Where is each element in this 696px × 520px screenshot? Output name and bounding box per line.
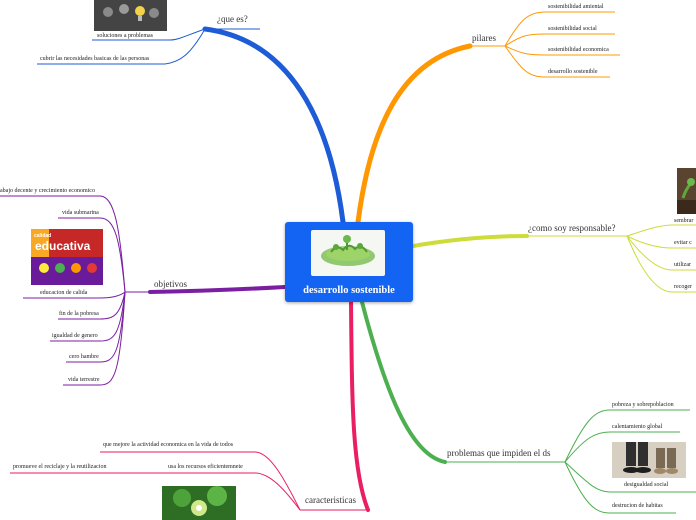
central-title: desarrollo sostenible xyxy=(303,285,395,296)
leaf-sostenibilidad-amiental[interactable]: sostenibilidad amiental xyxy=(548,4,604,10)
leaf-fin-pobresa[interactable]: fin de la pobresa xyxy=(59,311,99,317)
leaf-reciclaje[interactable]: promueve el reciclaje y la reutilizacion xyxy=(13,464,107,470)
leaf-trabajo-decente[interactable]: abajo decente y crecimiento economico xyxy=(0,188,95,194)
educacion-image-text-1: calidad xyxy=(34,233,52,239)
educacion-image-text-2: educativa xyxy=(35,239,91,253)
branch-como-soy-responsable[interactable]: ¿como soy responsable? xyxy=(528,223,616,233)
leaf-pobreza[interactable]: pobreza y sobrepoblacion xyxy=(612,402,674,408)
leaf-desigualdad[interactable]: desigualdad social xyxy=(624,482,669,488)
leaf-vida-submarina[interactable]: vida submarina xyxy=(62,210,99,216)
planting-image xyxy=(677,168,696,214)
leaf-cero-hambre[interactable]: cero hambre xyxy=(69,354,99,360)
leaf-soluciones[interactable]: soluciones a problemas xyxy=(97,33,153,39)
branch-objetivos[interactable]: objetivos xyxy=(154,279,187,289)
leaf-sembrar[interactable]: sembrar xyxy=(674,218,694,224)
leaf-vida-terrestre[interactable]: vida terrestre xyxy=(68,377,100,383)
leaf-igualdad-genero[interactable]: igualdad de genero xyxy=(52,333,98,339)
branch-que-es[interactable]: ¿que es? xyxy=(217,14,248,24)
leaf-desarrollo-sostenible[interactable]: desarrollo sostenible xyxy=(548,69,598,75)
leaf-sostenibilidad-economica[interactable]: sostenibilidad economica xyxy=(548,47,609,53)
caracteristicas-connector xyxy=(349,300,370,512)
leaf-utilizar[interactable]: utilizar xyxy=(674,262,691,268)
green-bulb-image xyxy=(162,486,236,520)
leaf-actividad-economica[interactable]: que mejore la actividad economica en la … xyxy=(103,442,234,448)
pilares-connector xyxy=(355,43,473,225)
leaf-sostenibilidad-social[interactable]: sostenibilidad social xyxy=(548,26,597,32)
leaf-educacion[interactable]: educacion de calida xyxy=(40,290,88,296)
responsable-connector xyxy=(411,234,529,248)
leaf-calentamiento[interactable]: calentamiento global xyxy=(612,424,663,430)
green-earth-image xyxy=(311,230,385,276)
educacion-image: calidad educativa xyxy=(31,229,103,285)
lightbulbs-image xyxy=(94,0,167,31)
leaf-destrucion[interactable]: destrucion de habitas xyxy=(612,503,663,509)
leaf-recoger[interactable]: recoger xyxy=(674,284,692,290)
branch-caracteristicas[interactable]: caracteristicas xyxy=(305,495,356,505)
que-es-connector xyxy=(202,26,346,225)
objetivos-connector xyxy=(148,285,287,294)
inequality-image xyxy=(612,442,686,478)
branch-problemas[interactable]: problemas que impiden el ds xyxy=(447,448,551,458)
central-node[interactable]: desarrollo sostenible xyxy=(285,222,413,302)
leaf-necesidades[interactable]: cubrir las necesidades basicas de las pe… xyxy=(40,56,150,62)
leaf-recursos[interactable]: usa los recursos eficientemnete xyxy=(168,464,243,470)
branch-pilares[interactable]: pilares xyxy=(472,33,496,43)
problemas-connector xyxy=(360,300,447,464)
leaf-evitar[interactable]: evitar c xyxy=(674,240,692,246)
